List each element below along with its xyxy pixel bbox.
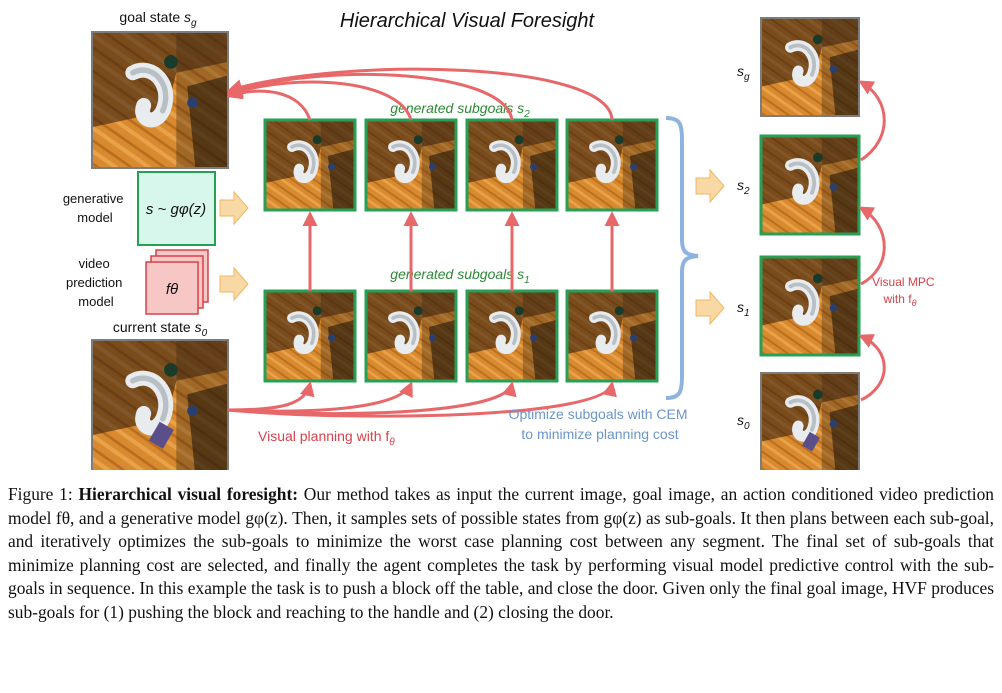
goal-state-label: goal state sg <box>119 9 197 29</box>
right-s2-image <box>761 136 859 234</box>
visual-planning-label: Visual planning with fθ <box>258 428 395 448</box>
figure-title: Hierarchical Visual Foresight <box>340 10 596 32</box>
subgoals-s2-row <box>265 120 657 210</box>
generative-model-label: generative model <box>63 191 127 225</box>
video-model-label: video prediction model <box>66 256 126 309</box>
goal-state-image <box>92 32 228 168</box>
generative-model-box <box>137 171 216 246</box>
hvf-figure: Hierarchical Visual Foresight goal state… <box>63 9 938 470</box>
current-state-label: current state s0 <box>113 319 208 339</box>
subgoals-s2-label: generated subgoals s2 <box>390 100 530 120</box>
subgoals-s1-row <box>265 291 657 381</box>
arrow-to-s2 <box>695 168 725 204</box>
right-s0-image <box>761 373 859 470</box>
s1-to-s2-arrows <box>302 211 620 291</box>
generative-model-formula: s ~ gφ(z) <box>146 201 206 218</box>
video-model-arrow <box>219 266 249 302</box>
current-state-image <box>92 340 228 470</box>
right-label-s2: s2 <box>737 177 750 197</box>
video-model-stack <box>145 249 209 315</box>
visual-mpc-label: Visual MPC with fθ <box>872 275 938 308</box>
right-label-s1: s1 <box>737 299 750 319</box>
right-s1-image <box>761 257 859 355</box>
caption-bold: Hierarchical visual foresight: <box>78 484 299 504</box>
right-label-sg: sg <box>737 63 750 83</box>
s2-to-goal-arrows <box>227 67 614 121</box>
caption-text: Our method takes as input the current im… <box>8 484 994 622</box>
right-label-s0: s0 <box>737 412 750 432</box>
video-model-formula: fθ <box>166 281 178 298</box>
brace <box>665 116 699 400</box>
visual-mpc-arrows <box>858 80 886 402</box>
arrow-to-s1 <box>695 290 725 326</box>
subgoals-s1-label: generated subgoals s1 <box>390 266 529 286</box>
current-to-s1-arrows <box>227 381 617 418</box>
optimize-label: Optimize subgoals with CEM to minimize p… <box>509 406 692 442</box>
generative-model-arrow <box>219 190 249 226</box>
right-sg-image <box>761 18 859 116</box>
figure-caption: Figure 1: Hierarchical visual foresight:… <box>8 483 994 625</box>
caption-prefix: Figure 1: <box>8 484 79 504</box>
